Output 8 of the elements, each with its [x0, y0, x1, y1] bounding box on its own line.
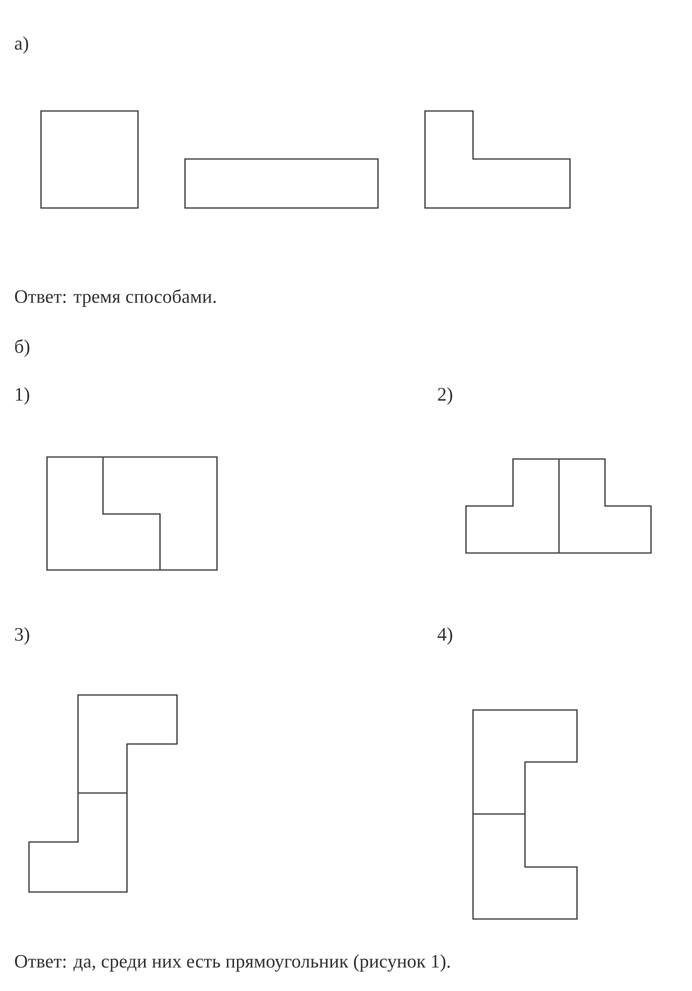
caption-text: 4) [438, 627, 452, 645]
caption-text: а) [14, 36, 28, 54]
caption-text: 3) [15, 627, 30, 645]
caption-text: б) [15, 339, 30, 357]
caption-text: Ответ: тремя способами. [14, 289, 216, 307]
caption-text: 2) [438, 387, 452, 405]
caption-text: 1) [16, 387, 30, 405]
caption-text: Ответ: да, среди них есть прямоугольник (рисунок 1). [14, 954, 450, 972]
